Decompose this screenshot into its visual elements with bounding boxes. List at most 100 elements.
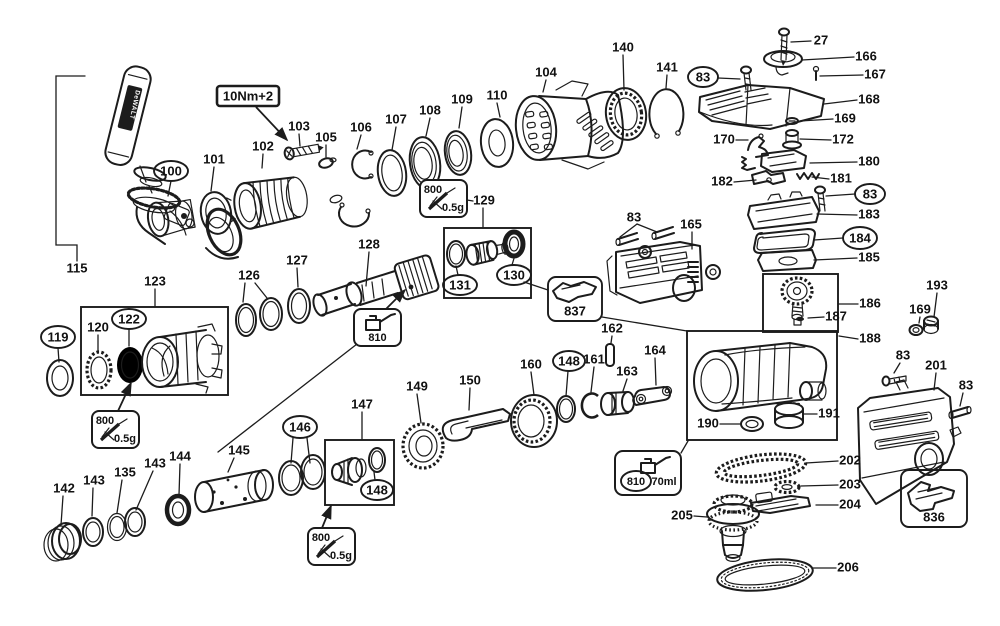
torque-callout-box (215, 84, 281, 108)
grease-syringe-icon (427, 191, 449, 211)
leader-148 (565, 370, 569, 397)
leader-185 (813, 257, 858, 261)
part-label-187: 187 (825, 308, 847, 323)
leader-184 (813, 237, 844, 241)
oil-arrow (385, 288, 407, 310)
part-label-166: 166 (855, 48, 877, 63)
part-164-conrod (632, 385, 673, 406)
part-label-169: 169 (834, 110, 856, 125)
leader-188 (838, 335, 859, 340)
connector-line (55, 75, 86, 262)
part-label-164: 164 (644, 342, 666, 357)
part-label-circle-146 (282, 415, 318, 439)
leader-146 (290, 437, 294, 464)
part-label-193: 193 (926, 277, 948, 292)
leader-119 (57, 347, 60, 363)
part-131-ring (446, 240, 466, 268)
part-109-ring (443, 130, 473, 176)
part-label-circle-83 (854, 183, 886, 205)
part-label-206: 206 (837, 559, 859, 574)
part-143-ring-right (124, 507, 146, 537)
part-119-washer (46, 359, 74, 397)
part-135-ring (106, 512, 128, 542)
part-label-115: 115 (67, 260, 88, 275)
part-label-circle-100 (153, 160, 189, 182)
leader-131 (455, 265, 459, 276)
leader-143 (135, 470, 154, 511)
leader-103 (298, 133, 301, 147)
part-label-83: 83 (627, 209, 641, 224)
part-label-83: 83 (696, 69, 710, 84)
leader-202 (805, 460, 839, 464)
part-label-123: 123 (144, 273, 166, 288)
leader-145 (227, 457, 235, 473)
leader-144 (178, 463, 181, 496)
leader-83 (717, 77, 741, 80)
leader-104 (542, 79, 547, 93)
part-169-ring-right (908, 324, 924, 336)
part-144-seal (164, 493, 192, 527)
part-label-109: 109 (451, 91, 473, 106)
part-122-ring (117, 347, 143, 383)
part-107-ring (376, 149, 408, 197)
part-label-83: 83 (959, 377, 973, 392)
leader-127 (296, 267, 299, 288)
part-105-pin (318, 157, 343, 204)
part-label-105: 105 (315, 129, 337, 144)
part-label-190: 190 (697, 415, 719, 430)
leader-102 (261, 153, 264, 169)
part-102-sleeve (233, 176, 308, 230)
assembly-group-box (80, 306, 229, 396)
assembly-group-box (686, 330, 838, 441)
part-161-clip (580, 392, 599, 419)
leader-108 (425, 117, 431, 137)
part-168-cover (698, 84, 825, 130)
part-126-rings (235, 297, 283, 337)
leader-140 (622, 54, 625, 91)
part-205-clutch (706, 494, 760, 562)
part-label-circle-148 (360, 479, 394, 501)
part-label-106: 106 (350, 119, 372, 134)
part-185-gasket (757, 249, 817, 272)
leader-203 (800, 484, 839, 487)
part-label-144: 144 (169, 448, 191, 463)
part-83-screw-gearbox (881, 375, 907, 387)
part-label-181: 181 (830, 170, 852, 185)
part-206-belt (716, 558, 814, 592)
leader-183 (816, 213, 858, 216)
oil-box-connector (680, 440, 689, 454)
part-141-snap-ring (648, 88, 685, 139)
leader-100 (167, 180, 172, 197)
leader-83 (825, 193, 856, 197)
part-160-sleeve (510, 394, 558, 448)
part-182-lever (751, 170, 786, 185)
part-190-seal (740, 416, 764, 432)
part-140-bearing (604, 87, 648, 141)
part-label-119: 119 (48, 329, 69, 344)
part-148-ring-left (368, 447, 386, 473)
part-label-160: 160 (520, 356, 542, 371)
part-label-183: 183 (858, 206, 880, 221)
oil-code: 810 (368, 332, 386, 344)
leader-167 (819, 74, 864, 77)
part-label-83: 83 (863, 186, 877, 201)
leader-164 (654, 357, 657, 386)
oil-amount: 70ml (651, 476, 676, 488)
leader-161 (590, 366, 595, 393)
leader-126 (254, 282, 268, 299)
oil-code-circle (620, 470, 652, 492)
part-label-27: 27 (814, 32, 828, 47)
part-83-pins-selector (615, 226, 675, 247)
part-186-gear (780, 276, 814, 326)
part-150-fork (441, 408, 511, 442)
part-label-102: 102 (252, 138, 274, 153)
part-191-bearing (774, 401, 804, 429)
part-label-circle-130 (496, 264, 532, 286)
part-label-162: 162 (601, 320, 623, 335)
connector-line (217, 343, 358, 453)
leader-193 (933, 292, 938, 318)
leader-83 (893, 362, 901, 374)
part-128-spindle (312, 254, 440, 317)
grease-amount: 0.5g (442, 202, 464, 214)
part-label-186: 186 (859, 295, 881, 310)
